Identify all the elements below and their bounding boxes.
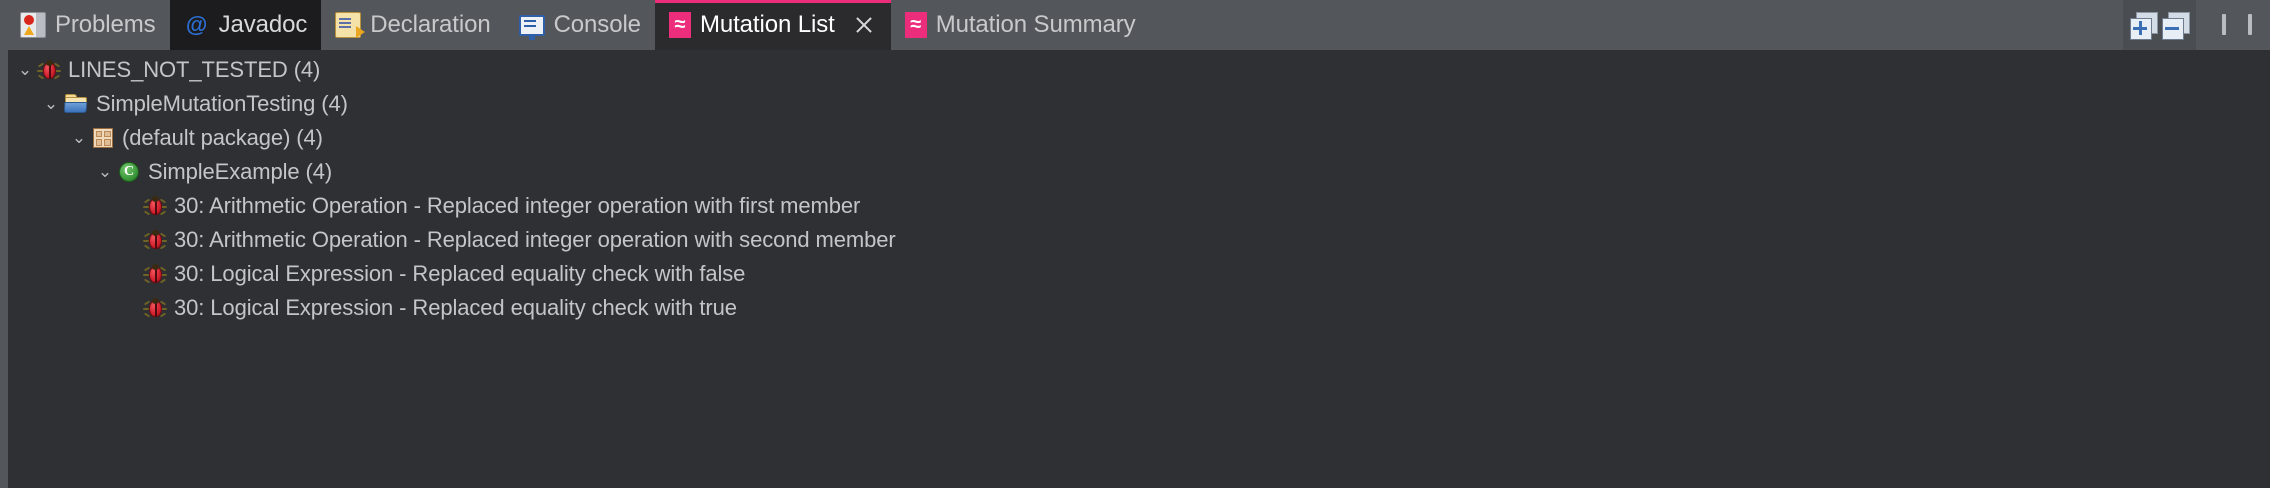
bug-icon [143,229,167,251]
view-toolbar [2123,0,2270,50]
tree-row[interactable]: 30: Logical Expression - Replaced equali… [8,257,2270,291]
tab-bar: Problems @ Javadoc Declaration Console Mutati… [0,0,2270,50]
tree-row[interactable]: ⌄ C SimpleExample (4) [8,155,2270,189]
expand-all-button[interactable] [2130,11,2158,40]
class-icon: C [118,161,140,183]
tab-label: Declaration [370,11,491,38]
javadoc-icon: @ [185,12,208,37]
close-icon[interactable] [851,12,877,38]
bug-icon [143,263,167,285]
tab-console[interactable]: Console [505,0,655,50]
tree-row[interactable]: 30: Arithmetic Operation - Replaced inte… [8,223,2270,257]
chevron-down-icon[interactable]: ⌄ [71,128,87,147]
bug-icon [37,59,61,81]
tab-label: Mutation Summary [935,11,1136,38]
tab-mutation-summary[interactable]: Mutation Summary [891,0,1150,50]
tab-label: Mutation List [699,11,835,38]
collapse-all-button[interactable] [2162,11,2190,40]
tree-row-label: SimpleMutationTesting (4) [96,91,348,116]
minus-glyph [2165,21,2179,35]
mutation-icon [668,12,691,38]
tree-tool-group [2123,0,2196,50]
problems-icon [20,12,46,38]
tree-row-label: 30: Arithmetic Operation - Replaced inte… [174,227,896,252]
mutation-icon [904,12,927,38]
bug-icon [143,297,167,319]
tree-row[interactable]: 30: Logical Expression - Replaced equali… [8,291,2270,325]
tree-row[interactable]: 30: Arithmetic Operation - Replaced inte… [8,189,2270,223]
maximize-button[interactable] [2248,14,2252,35]
minimize-icon [2222,14,2226,35]
tree-row-label: 30: Logical Expression - Replaced equali… [174,261,746,286]
tab-mutation-list[interactable]: Mutation List [654,0,891,50]
tab-label: Console [553,11,641,38]
tree-row[interactable]: ⌄ (default package) (4) [8,121,2270,155]
folder-icon [63,93,88,115]
console-icon [518,15,545,40]
view-left-rail [0,50,8,488]
tree-row-label: 30: Arithmetic Operation - Replaced inte… [174,193,861,218]
chevron-down-icon[interactable]: ⌄ [17,60,33,79]
maximize-icon [2248,14,2252,35]
tree-row-label: (default package) (4) [122,125,323,150]
tab-label: Problems [55,11,156,38]
chevron-down-icon[interactable]: ⌄ [97,162,113,181]
tree-row-label: SimpleExample (4) [148,159,333,184]
window-controls [2196,0,2270,50]
tree-row[interactable]: ⌄ SimpleMutationTesting (4) [8,87,2270,121]
tree-row-label: 30: Logical Expression - Replaced equali… [174,295,737,320]
bug-icon [143,195,167,217]
package-icon [92,127,114,149]
chevron-down-icon[interactable]: ⌄ [43,94,59,113]
tree-container: ⌄ LINES_NOT_TESTED (4) ⌄ SimpleMutationTest… [0,50,2270,488]
minimize-button[interactable] [2222,14,2226,35]
tree-row-label: LINES_NOT_TESTED (4) [68,57,321,82]
tab-javadoc[interactable]: @ Javadoc [169,0,322,50]
declaration-icon [335,12,366,38]
tree-row[interactable]: ⌄ LINES_NOT_TESTED (4) [8,53,2270,87]
tab-declaration[interactable]: Declaration [321,0,504,50]
plus-glyph [2133,20,2147,35]
tab-label: Javadoc [218,11,308,38]
tab-problems[interactable]: Problems [6,0,170,50]
mutation-tree[interactable]: ⌄ LINES_NOT_TESTED (4) ⌄ SimpleMutationTest… [8,50,2270,488]
